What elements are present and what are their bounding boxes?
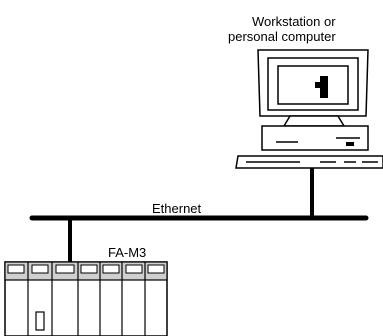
module-tab-6 [125,264,143,274]
module-tab-3 [55,264,75,274]
keyboard [235,155,383,169]
module-tab-2 [31,264,49,274]
screen-content [320,76,328,98]
monitor-screen [277,65,349,105]
module-tab-5 [102,264,120,274]
module-tab-7 [147,264,165,274]
ethernet-label: Ethernet [152,201,202,216]
module-tab-1 [7,264,25,274]
plc-label: FA-M3 [108,245,147,260]
screen-content-notch [315,82,321,88]
workstation-label-line2: personal computer [228,29,336,44]
module-tab-4 [80,264,98,274]
plc-cpu-port [35,311,45,331]
workstation-icon [235,49,383,169]
plc-rack-icon [4,261,168,336]
workstation-label-line1: Workstation or [252,14,336,29]
system-unit-button [346,142,354,146]
monitor-stand [282,115,346,127]
